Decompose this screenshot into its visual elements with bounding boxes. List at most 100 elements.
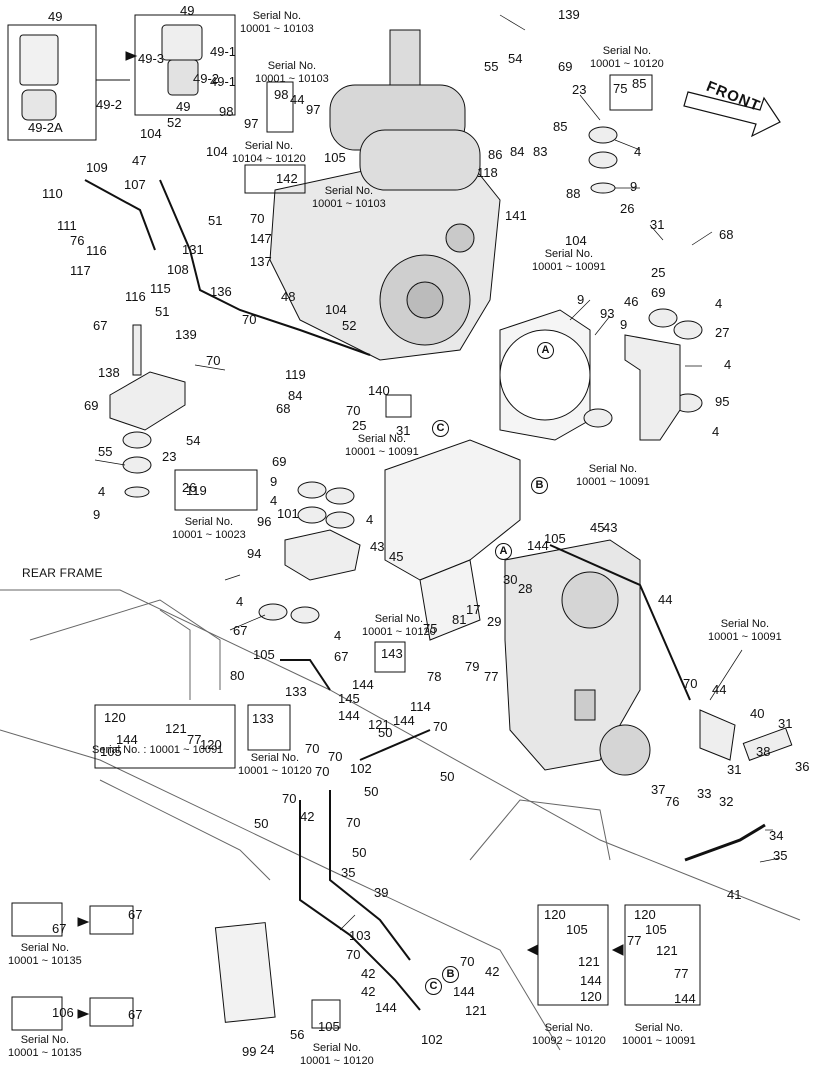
part-callout: 76 bbox=[70, 233, 85, 248]
part-callout: 17 bbox=[466, 602, 481, 617]
part-callout: 49 bbox=[48, 9, 63, 24]
part-callout: 144 bbox=[674, 991, 696, 1006]
part-callout: 70 bbox=[346, 947, 361, 962]
part-callout: 143 bbox=[381, 646, 403, 661]
part-callout: 46 bbox=[624, 294, 639, 309]
part-callout: 42 bbox=[361, 966, 376, 981]
part-callout: 75 bbox=[423, 621, 438, 636]
serial-label: Serial No. 10001 ~ 10135 bbox=[8, 942, 82, 967]
ref-marker-a-top: A bbox=[537, 342, 554, 359]
serial-label: Serial No. 10001 ~ 10091 bbox=[532, 248, 606, 273]
part-callout: 42 bbox=[300, 809, 315, 824]
part-callout: 111 bbox=[57, 218, 77, 233]
part-callout: 4 bbox=[724, 357, 732, 372]
part-callout: 136 bbox=[210, 284, 232, 299]
part-callout: 144 bbox=[338, 708, 360, 723]
front-indicator: FRONT bbox=[685, 62, 805, 142]
serial-label: Serial No. : 10001 ~ 10091 bbox=[92, 744, 224, 756]
part-callout: 70 bbox=[315, 764, 330, 779]
ref-marker-a-bottom: A bbox=[495, 543, 512, 560]
part-callout: 144 bbox=[580, 973, 602, 988]
part-callout: 94 bbox=[247, 546, 262, 561]
part-callout: 70 bbox=[250, 211, 265, 226]
part-callout: 104 bbox=[140, 126, 162, 141]
part-callout: 67 bbox=[233, 623, 248, 638]
part-callout: 9 bbox=[577, 292, 585, 307]
part-callout: 70 bbox=[683, 676, 698, 691]
part-callout: 70 bbox=[346, 403, 361, 418]
serial-label: Serial No. 10001 ~ 10091 bbox=[576, 463, 650, 488]
part-callout: 98 bbox=[274, 87, 289, 102]
part-callout: 121 bbox=[578, 954, 600, 969]
part-callout: 42 bbox=[361, 984, 376, 999]
ref-marker-c-bottom: C bbox=[425, 978, 442, 995]
part-callout: 97 bbox=[306, 102, 321, 117]
serial-label: Serial No. 10001 ~ 10120 bbox=[362, 613, 436, 638]
part-callout: 88 bbox=[566, 186, 581, 201]
part-callout: 84 bbox=[510, 144, 525, 159]
part-callout: 43 bbox=[603, 520, 618, 535]
part-callout: 97 bbox=[244, 116, 259, 131]
part-callout: 50 bbox=[352, 845, 367, 860]
propeller-shaft bbox=[699, 709, 793, 761]
part-callout: 67 bbox=[128, 907, 143, 922]
part-callout: 50 bbox=[364, 784, 379, 799]
fuel-filter-detail-left bbox=[7, 24, 130, 141]
front-arrow bbox=[683, 91, 781, 138]
part-callout: 144 bbox=[116, 732, 138, 747]
part-callout: 52 bbox=[167, 115, 182, 130]
part-callout: 44 bbox=[658, 592, 673, 607]
part-callout: 144 bbox=[375, 1000, 397, 1015]
part-callout: 140 bbox=[368, 383, 390, 398]
part-callout: 108 bbox=[167, 262, 189, 277]
part-callout: 23 bbox=[572, 82, 587, 97]
part-callout: 119 bbox=[285, 367, 306, 382]
arrow-inset-2 bbox=[611, 944, 624, 956]
engine-assembly bbox=[269, 29, 501, 361]
part-callout: 54 bbox=[186, 433, 201, 448]
part-callout: 121 bbox=[465, 1003, 487, 1018]
part-callout: 4 bbox=[712, 424, 720, 439]
serial-label: Serial No. 10001 ~ 10120 bbox=[590, 45, 664, 70]
part-callout: 139 bbox=[175, 327, 197, 342]
hose-routing bbox=[84, 179, 691, 1011]
part-callout: 48 bbox=[281, 289, 296, 304]
part-callout: 42 bbox=[485, 964, 500, 979]
part-callout: 33 bbox=[697, 786, 712, 801]
part-callout: 4 bbox=[334, 628, 342, 643]
part-callout: 105 bbox=[645, 922, 667, 937]
part-callout: 105 bbox=[324, 150, 346, 165]
part-callout: 4 bbox=[366, 512, 374, 527]
part-callout: 49 bbox=[180, 3, 195, 18]
part-callout: 77 bbox=[187, 732, 202, 747]
part-callout: 121 bbox=[368, 717, 390, 732]
arrow-replace-106 bbox=[77, 1009, 90, 1019]
engine-mount-left bbox=[109, 324, 186, 498]
part-callout: 37 bbox=[651, 782, 666, 797]
part-callout: 79 bbox=[465, 659, 480, 674]
arrow-replace-67 bbox=[77, 917, 90, 927]
part-callout: 105 bbox=[253, 647, 275, 662]
part-callout: 144 bbox=[393, 713, 415, 728]
part-callout: 104 bbox=[565, 233, 587, 248]
part-callout: 56 bbox=[290, 1027, 305, 1042]
part-callout: 117 bbox=[70, 263, 91, 278]
engine-mount-right bbox=[583, 126, 703, 441]
part-callout: 9 bbox=[630, 179, 638, 194]
serial-label: Serial No. 10001 ~ 10023 bbox=[172, 516, 246, 541]
part-callout: 86 bbox=[488, 147, 503, 162]
part-callout: 45 bbox=[590, 520, 605, 535]
flywheel-housing-cover bbox=[499, 309, 591, 441]
part-callout: 29 bbox=[487, 614, 502, 629]
part-callout: 70 bbox=[460, 954, 475, 969]
front-frame bbox=[384, 439, 521, 641]
part-callout: 85 bbox=[553, 119, 568, 134]
part-callout: 49-2A bbox=[28, 120, 63, 135]
part-callout: 70 bbox=[305, 741, 320, 756]
part-callout: 67 bbox=[52, 921, 67, 936]
part-callout: 32 bbox=[719, 794, 734, 809]
part-callout: 44 bbox=[290, 92, 305, 107]
part-callout: 47 bbox=[132, 153, 147, 168]
part-callout: 93 bbox=[600, 306, 615, 321]
